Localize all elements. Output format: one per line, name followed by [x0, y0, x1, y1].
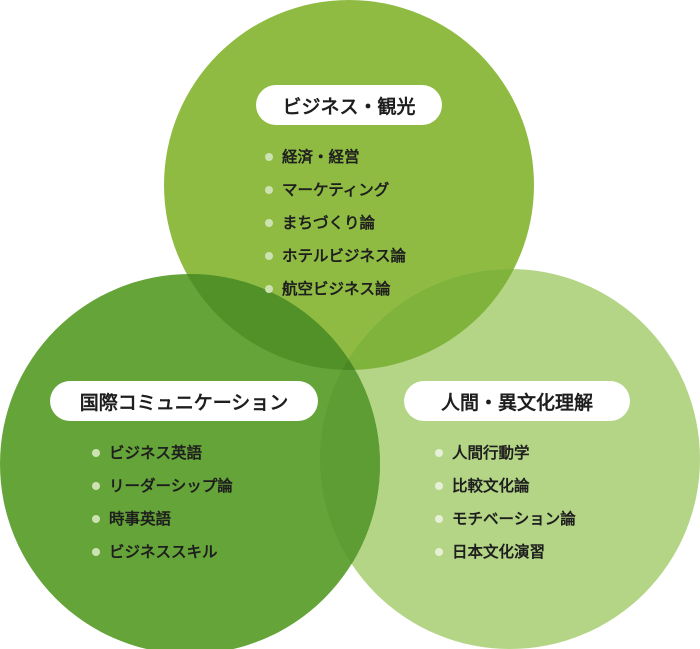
- bullet-dot: [92, 449, 100, 457]
- list-item: 日本文化演習: [435, 536, 576, 569]
- international-course-list: ビジネス英語 リーダーシップ論 時事英語 ビジネススキル: [92, 437, 233, 569]
- list-item: モチベーション論: [435, 503, 576, 536]
- list-item: マーケティング: [265, 174, 406, 207]
- bullet-dot: [265, 186, 273, 194]
- business-course-list: 経済・経営 マーケティング まちづくり論 ホテルビジネス論 航空ビジネス論: [265, 141, 406, 306]
- international-title-text: 国際コミュニケーション: [79, 391, 289, 414]
- bullet-dot: [435, 449, 443, 457]
- bullet-dot: [435, 548, 443, 556]
- business-title: ビジネス・観光: [256, 85, 442, 125]
- bullet-dot: [92, 482, 100, 490]
- human-title-text: 人間・異文化理解: [440, 391, 593, 414]
- list-item: リーダーシップ論: [92, 470, 233, 503]
- business-title-text: ビジネス・観光: [282, 95, 416, 118]
- list-item: 経済・経営: [265, 141, 406, 174]
- list-item: 時事英語: [92, 503, 233, 536]
- bullet-dot: [435, 515, 443, 523]
- list-item: まちづくり論: [265, 207, 406, 240]
- list-item: ビジネス英語: [92, 437, 233, 470]
- international-title: 国際コミュニケーション: [50, 381, 318, 421]
- list-item: 航空ビジネス論: [265, 273, 406, 306]
- circle-human: [320, 269, 700, 649]
- bullet-dot: [265, 252, 273, 260]
- bullet-dot: [92, 548, 100, 556]
- human-course-list: 人間行動学 比較文化論 モチベーション論 日本文化演習: [435, 437, 576, 569]
- list-item: ビジネススキル: [92, 536, 233, 569]
- list-item: 人間行動学: [435, 437, 576, 470]
- list-item: ホテルビジネス論: [265, 240, 406, 273]
- bullet-dot: [92, 515, 100, 523]
- bullet-dot: [435, 482, 443, 490]
- list-item: 比較文化論: [435, 470, 576, 503]
- bullet-dot: [265, 153, 273, 161]
- human-title: 人間・異文化理解: [404, 381, 630, 421]
- circle-business: [164, 0, 534, 370]
- bullet-dot: [265, 285, 273, 293]
- bullet-dot: [265, 219, 273, 227]
